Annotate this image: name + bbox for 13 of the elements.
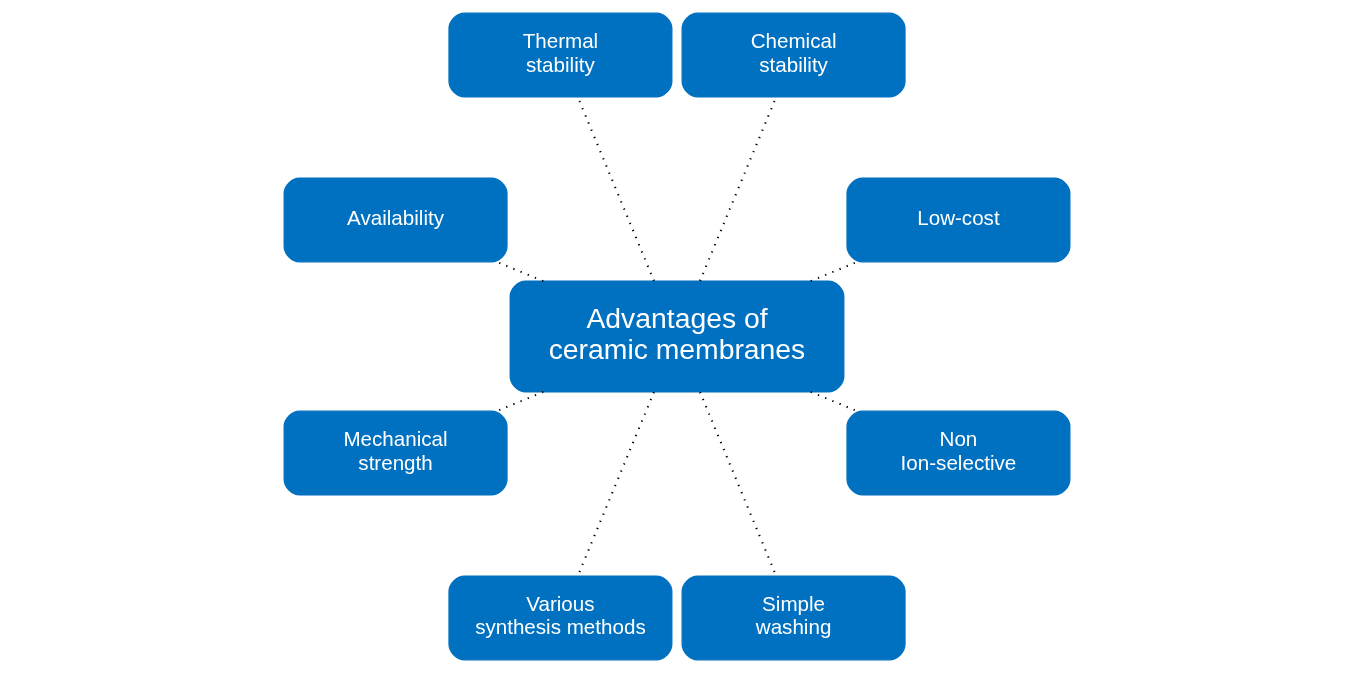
node-box: Various synthesis methods <box>447 575 672 661</box>
node-box: Thermal stability <box>447 12 672 98</box>
connector <box>496 260 544 283</box>
node-box: Chemical stability <box>681 12 906 98</box>
connector <box>809 390 857 413</box>
connector <box>809 260 857 283</box>
node-box: Advantages of ceramic membranes <box>509 280 844 393</box>
node-box: Low-cost <box>845 177 1070 263</box>
node-box: Availability <box>283 177 508 263</box>
connector <box>496 390 544 413</box>
node-box: Mechanical strength <box>283 410 508 496</box>
node-box: Simple washing <box>681 575 906 661</box>
node-box: Non Ion-selective <box>845 410 1070 496</box>
